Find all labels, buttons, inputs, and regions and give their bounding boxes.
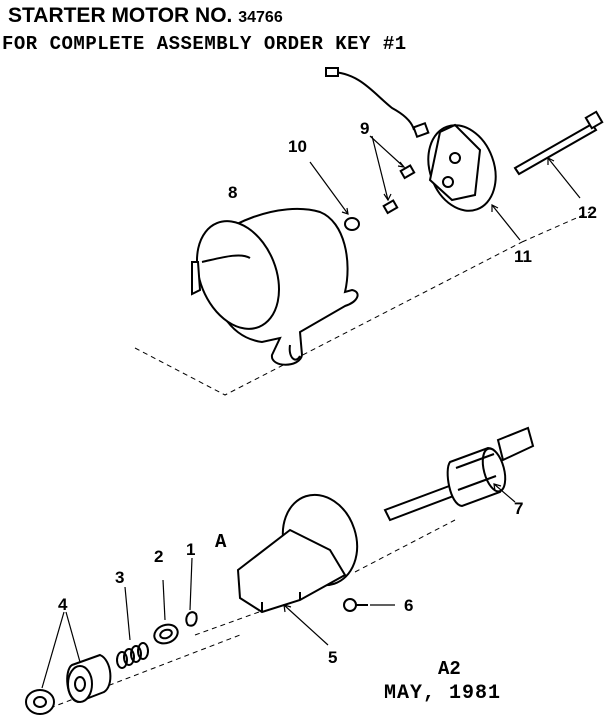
- drawing-code: A2: [438, 658, 461, 680]
- armature-part-7: [383, 426, 535, 522]
- retainer-part-1: [185, 611, 198, 627]
- leader-12: [547, 157, 581, 199]
- through-bolt-part-12: [513, 110, 604, 176]
- leader-1: [189, 557, 193, 611]
- callout-1: 1: [186, 540, 195, 559]
- callout-4: 4: [58, 595, 68, 614]
- callout-3: 3: [115, 568, 124, 587]
- leader-7: [493, 483, 516, 503]
- upper-centerline: [134, 211, 591, 396]
- callout-6: 6: [404, 596, 413, 615]
- callout-A: A: [215, 531, 227, 553]
- spring-part-3: [116, 642, 149, 669]
- callout-8: 8: [228, 183, 237, 202]
- leader-4: [41, 611, 81, 689]
- lower-centerline: [49, 519, 456, 709]
- callout-5: 5: [328, 648, 337, 667]
- end-cap-part-11: [325, 67, 497, 212]
- diagram-subtitle: FOR COMPLETE ASSEMBLY ORDER KEY #1: [2, 33, 407, 55]
- callout-12: 12: [578, 203, 597, 222]
- callout-10: 10: [288, 137, 307, 156]
- callout-2: 2: [154, 547, 163, 566]
- pinion-gear-part-4: [25, 653, 112, 715]
- screw-part-6: [343, 598, 368, 612]
- frame-housing-part-8: [191, 207, 359, 366]
- drawing-date: MAY, 1981: [384, 682, 502, 705]
- brushes-part-9: [382, 164, 416, 215]
- leader-11: [491, 204, 521, 241]
- title-text: STARTER MOTOR NO.: [8, 4, 233, 27]
- washer-part-10: [344, 217, 360, 231]
- drive-housing-part-5: [236, 493, 359, 614]
- diagram-title: STARTER MOTOR NO. 34766: [8, 4, 283, 28]
- leader-10: [309, 161, 349, 215]
- model-number: 34766: [238, 9, 283, 26]
- leader-3: [124, 586, 131, 641]
- callout-11: 11: [514, 247, 532, 266]
- leader-5: [283, 604, 329, 646]
- callout-7: 7: [514, 499, 523, 518]
- stop-nut-part-2: [153, 623, 179, 645]
- leader-9: [369, 135, 406, 202]
- leader-2: [162, 579, 166, 621]
- callout-9: 9: [360, 119, 369, 138]
